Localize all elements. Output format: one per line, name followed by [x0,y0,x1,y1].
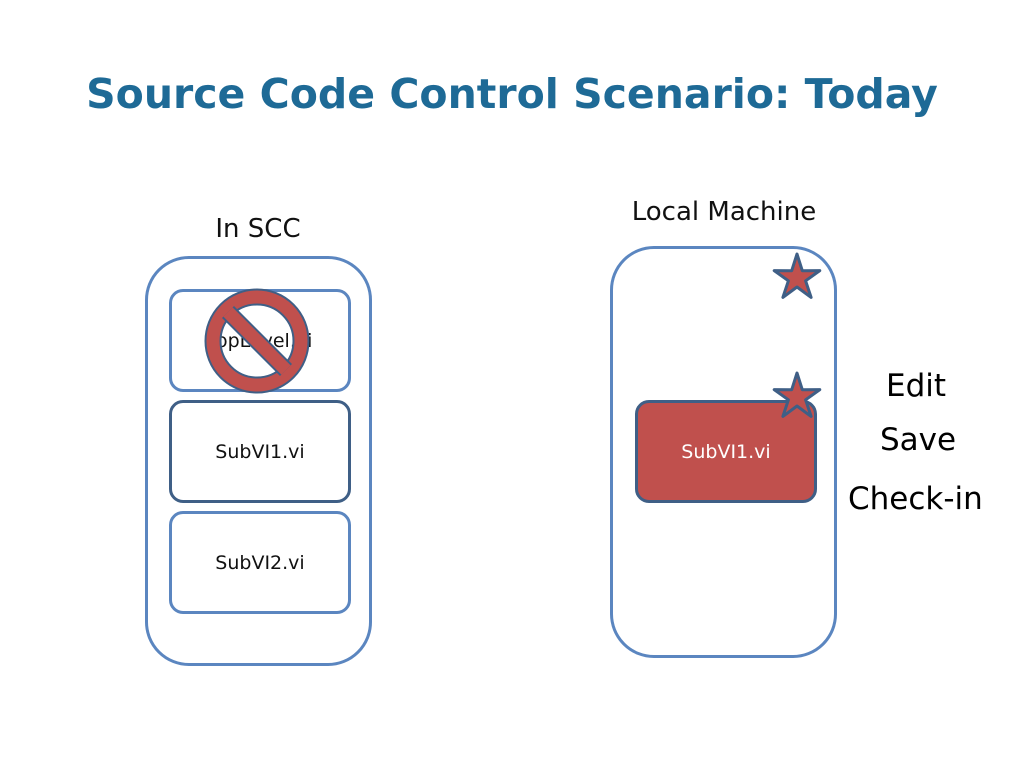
action-edit: Edit [886,368,947,404]
action-checkin: Check-in [848,481,983,517]
scc-file-label: SubVI1.vi [215,440,305,463]
no-symbol-icon [204,288,310,394]
slide-title: Source Code Control Scenario: Today [86,70,938,118]
star-icon [772,371,822,418]
scc-file-subvi2[interactable]: SubVI2.vi [169,511,351,614]
scc-file-subvi1[interactable]: SubVI1.vi [169,400,351,503]
local-heading: Local Machine [631,197,817,227]
scc-file-label: SubVI2.vi [215,551,305,574]
scc-heading: In SCC [215,214,301,244]
local-file-subvi1[interactable]: SubVI1.vi [635,400,817,503]
local-file-label: SubVI1.vi [681,440,771,463]
action-save: Save [880,422,957,458]
star-icon [772,252,822,299]
